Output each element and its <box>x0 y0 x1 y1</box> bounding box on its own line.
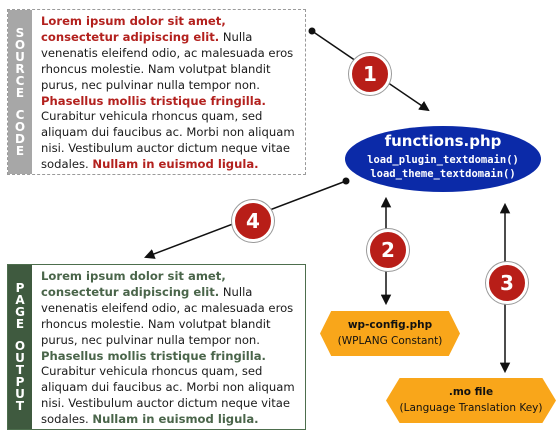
wp-config-subtitle: (WPLANG Constant) <box>337 335 443 347</box>
page-output-label: P A G E O U T P U T <box>8 265 32 429</box>
wp-config-title: wp-config.php <box>347 319 433 331</box>
page-output-text: Lorem ipsum dolor sit amet, consectetur … <box>41 269 295 427</box>
source-code-box: S O U R C E C O D E Lorem ipsum dolor si… <box>7 9 306 175</box>
step-1-badge: 1 <box>349 53 391 95</box>
source-code-text: Lorem ipsum dolor sit amet, consectetur … <box>41 14 295 172</box>
source-code-label: S O U R C E C O D E <box>8 10 32 174</box>
wp-config-node: wp-config.php (WPLANG Constant) <box>320 311 460 356</box>
functions-title: functions.php <box>384 132 502 150</box>
functions-line-theme: load_theme_textdomain() <box>370 168 516 180</box>
step-2-badge: 2 <box>367 229 409 271</box>
mo-file-subtitle: (Language Translation Key) <box>399 402 543 414</box>
step-3-badge: 3 <box>486 262 528 304</box>
page-output-box: P A G E O U T P U T Lorem ipsum dolor si… <box>7 264 306 430</box>
mo-file-node: .mo file (Language Translation Key) <box>386 378 556 423</box>
step-4-badge: 4 <box>232 200 274 242</box>
functions-php-node: functions.php load_plugin_textdomain() l… <box>345 126 541 192</box>
functions-line-plugin: load_plugin_textdomain() <box>367 154 519 166</box>
mo-file-title: .mo file <box>448 386 494 398</box>
